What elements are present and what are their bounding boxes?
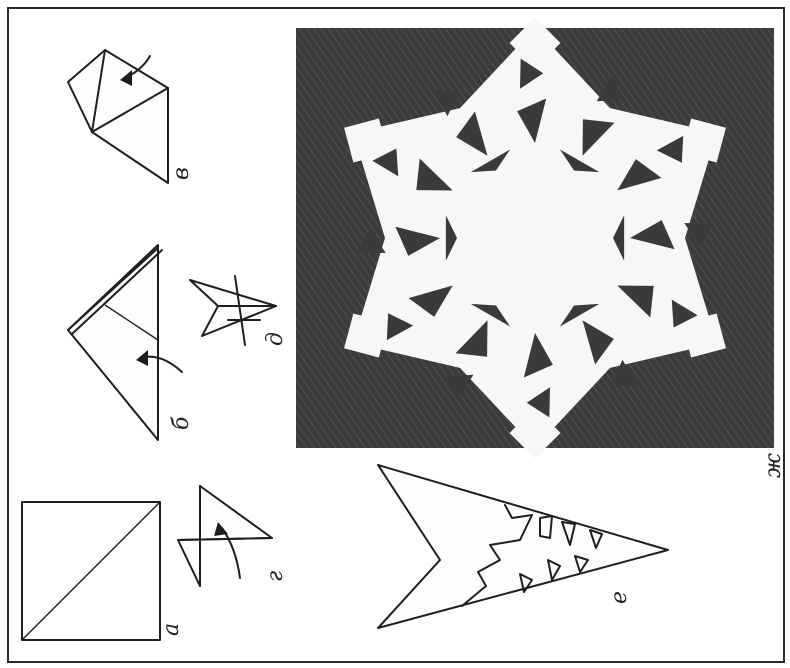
label-zh: ж [761, 453, 786, 478]
panel-d-fold-diagram: д [190, 276, 288, 346]
panel-b-fold-diagram: б [68, 245, 194, 440]
snowflake-center [467, 170, 603, 306]
label-v: в [169, 167, 194, 180]
panel-zh-snowflake-photo: ж [296, 18, 786, 478]
panel-g-fold-diagram: г [178, 486, 288, 586]
label-d: д [263, 332, 288, 346]
label-g: г [263, 571, 288, 582]
label-a: а [159, 623, 184, 636]
label-e: е [607, 591, 632, 604]
panel-e-cut-template: е [378, 465, 668, 628]
panel-v-fold-diagram: в [68, 50, 194, 183]
label-b: б [169, 416, 194, 430]
panel-a-square-diagram: а [22, 502, 184, 640]
